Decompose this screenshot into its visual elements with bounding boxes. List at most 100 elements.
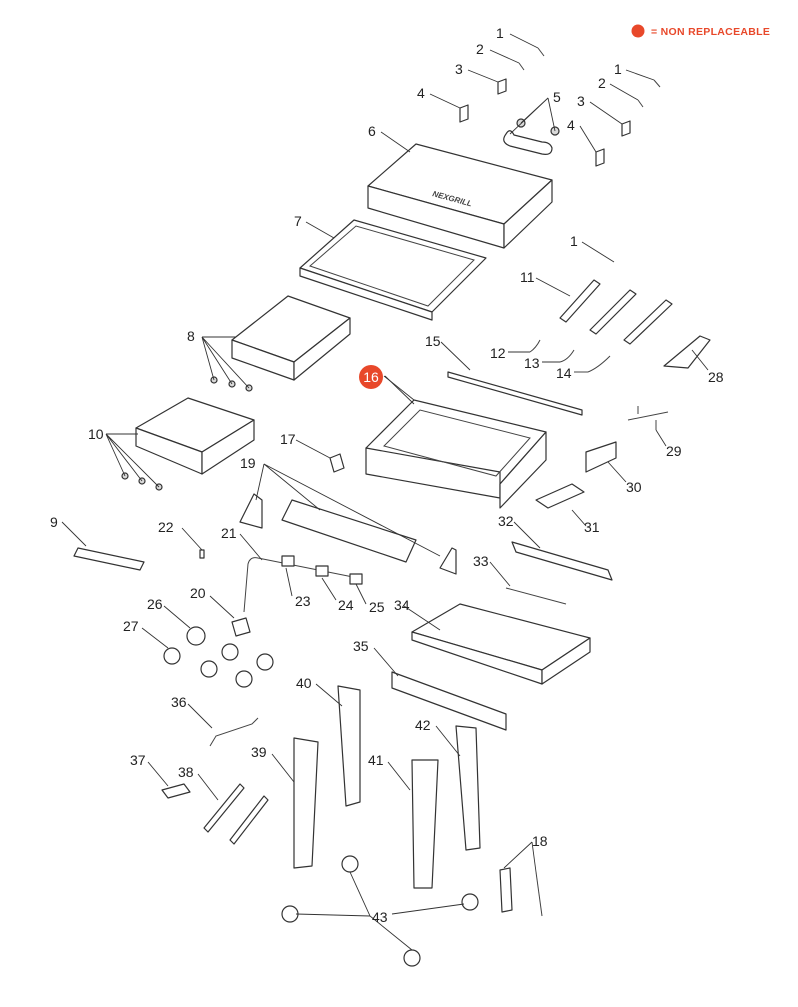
callout-42: 42 xyxy=(415,717,431,733)
part-12-igniter-wire xyxy=(529,339,541,353)
callout-4: 4 xyxy=(417,85,425,101)
callout-5: 5 xyxy=(553,89,561,105)
callout-14: 14 xyxy=(556,365,572,381)
part-29-hook xyxy=(627,406,669,430)
part-16-firebox-grate xyxy=(383,409,531,477)
callout-37: 37 xyxy=(130,752,146,768)
callout-41: 41 xyxy=(368,752,384,768)
part-38-rail xyxy=(203,783,245,833)
part-16-firebox-side xyxy=(499,431,547,509)
part-28-bracket xyxy=(663,335,711,369)
part-32-plate xyxy=(511,541,613,581)
part-2-screw xyxy=(637,99,644,108)
part-42-leg xyxy=(455,725,481,851)
callout-16: 16 xyxy=(363,369,379,385)
callout-6: 6 xyxy=(368,123,376,139)
part-3-bracket xyxy=(621,120,631,137)
part-27-bezel xyxy=(200,660,218,678)
callout-19: 19 xyxy=(240,455,256,471)
callout-13: 13 xyxy=(524,355,540,371)
callout-18: 18 xyxy=(532,833,548,849)
part-43-caster xyxy=(281,905,299,923)
part-35-front-panel xyxy=(391,671,507,731)
legend: = NON REPLACEABLE xyxy=(631,24,770,38)
part-30-grease-cup xyxy=(585,441,617,473)
part-1-screw xyxy=(653,79,661,88)
callout-36: 36 xyxy=(171,694,187,710)
callout-39: 39 xyxy=(251,744,267,760)
non-replaceable-badge-icon xyxy=(359,365,383,389)
callout-29: 29 xyxy=(666,443,682,459)
part-43-caster xyxy=(403,949,421,967)
part-14-igniter-wire xyxy=(587,355,611,373)
part-8-side-shelf-side xyxy=(293,317,351,381)
callout-26: 26 xyxy=(147,596,163,612)
part-31-grease-tray xyxy=(535,483,585,509)
part-34-bottom-shelf-side xyxy=(541,637,591,685)
callout-40: 40 xyxy=(296,675,312,691)
leader-lines xyxy=(61,33,709,951)
part-13-igniter-wire xyxy=(559,349,575,363)
callout-17: 17 xyxy=(280,431,296,447)
part-27-bezel xyxy=(163,647,181,665)
part-9-bracket xyxy=(73,547,145,571)
callout-32: 32 xyxy=(498,513,514,529)
part-22-bolt xyxy=(199,549,205,559)
callout-11: 11 xyxy=(520,269,535,285)
callout-2: 2 xyxy=(598,75,606,91)
callout-30: 30 xyxy=(626,479,642,495)
callout-23: 23 xyxy=(295,593,311,609)
callout-10: 10 xyxy=(88,426,104,442)
callout-22: 22 xyxy=(158,519,174,535)
part-11-burner xyxy=(623,299,673,345)
part-19-panel-bracket xyxy=(439,547,457,575)
non-replaceable-callout-16: 16 xyxy=(359,365,383,389)
part-15-heat-bar xyxy=(447,371,583,416)
part-43-caster xyxy=(341,855,359,873)
part-21-manifold xyxy=(243,557,359,613)
callout-4: 4 xyxy=(567,117,575,133)
part-36-wire xyxy=(209,717,259,747)
callout-7: 7 xyxy=(294,213,302,229)
callout-1: 1 xyxy=(570,233,578,249)
callout-43: 43 xyxy=(372,909,388,925)
part-6-lid-side xyxy=(503,179,553,249)
callout-33: 33 xyxy=(473,553,489,569)
callout-3: 3 xyxy=(455,61,463,77)
part-3-bracket xyxy=(497,78,507,95)
part-4-bracket xyxy=(595,148,605,167)
part-20-regulator xyxy=(231,617,251,637)
part-27-bezel xyxy=(235,670,253,688)
part-39-leg xyxy=(293,737,319,869)
part-26-knob xyxy=(221,643,239,661)
callout-8: 8 xyxy=(187,328,195,344)
part-40-leg xyxy=(337,685,361,807)
part-18-rod xyxy=(535,871,543,917)
callout-31: 31 xyxy=(584,519,600,535)
parts: NEXGRILL xyxy=(73,47,711,967)
non-replaceable-marker-icon xyxy=(631,24,645,38)
part-11-burner xyxy=(589,289,637,335)
part-23-valve xyxy=(281,555,295,567)
part-18-bracket xyxy=(499,867,513,913)
part-2-screw xyxy=(518,62,525,71)
callout-24: 24 xyxy=(338,597,354,613)
part-43-caster xyxy=(461,893,479,911)
part-37-clip xyxy=(161,783,191,799)
callout-2: 2 xyxy=(476,41,484,57)
callout-27: 27 xyxy=(123,618,139,634)
callout-numbers: 1 2 3 4 5 1 2 3 4 6 7 1 11 8 12 13 14 15… xyxy=(50,25,724,925)
part-24-valve xyxy=(315,565,329,577)
callout-15: 15 xyxy=(425,333,441,349)
callout-28: 28 xyxy=(708,369,724,385)
part-33-rod xyxy=(505,587,567,605)
callout-34: 34 xyxy=(394,597,410,613)
part-11-burner xyxy=(559,279,601,323)
part-7-griddle-inner xyxy=(309,225,475,307)
callout-1: 1 xyxy=(614,61,622,77)
callout-20: 20 xyxy=(190,585,206,601)
part-38-rail xyxy=(229,795,269,845)
part-10-side-shelf-side xyxy=(201,419,255,475)
part-7-griddle-edge xyxy=(299,267,433,321)
